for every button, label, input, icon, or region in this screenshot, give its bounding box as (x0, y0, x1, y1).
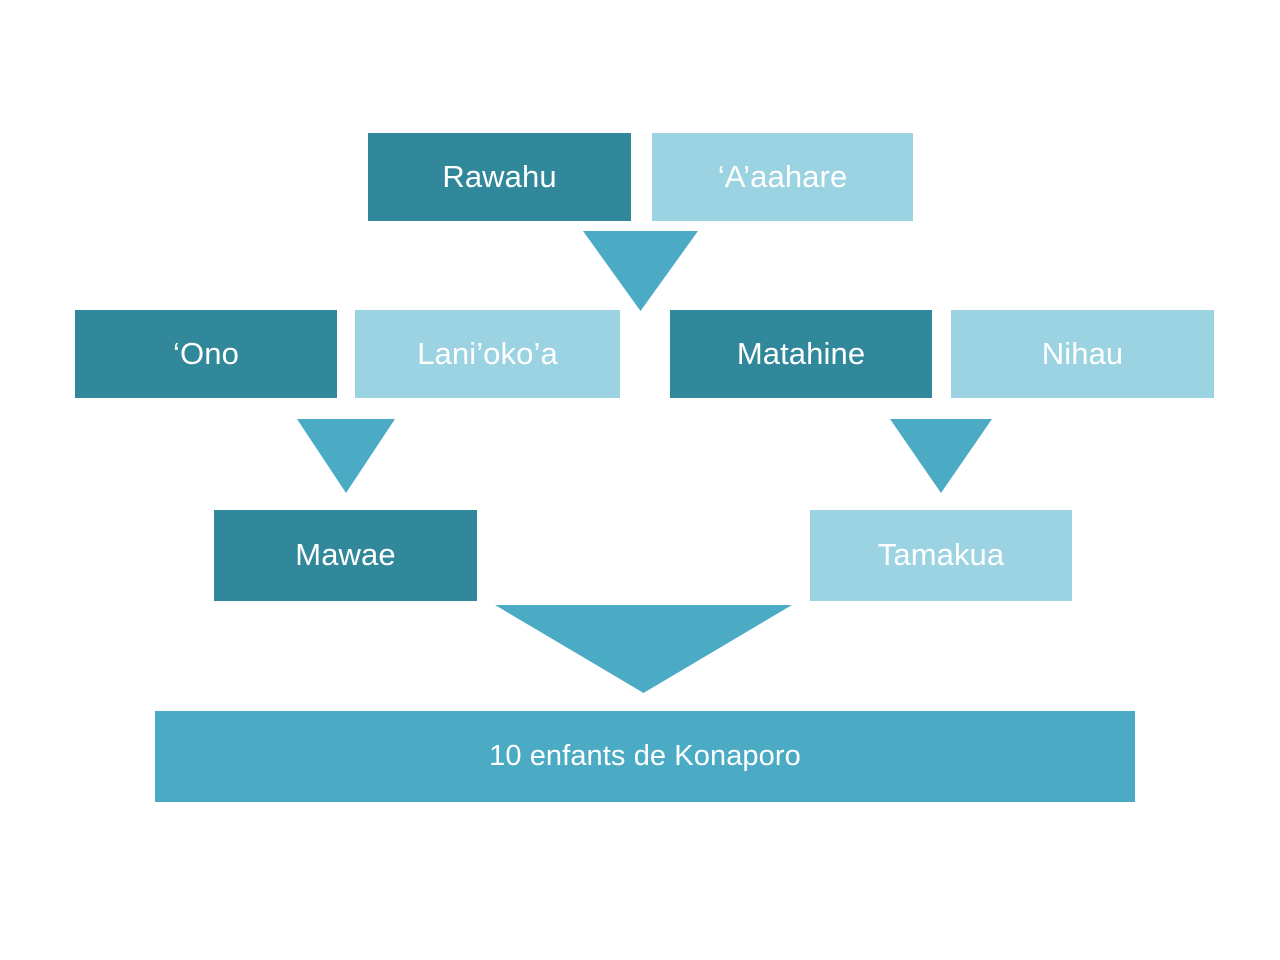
node-tamakua[interactable]: Tamakua (810, 510, 1072, 601)
summary-label: 10 enfants de Konaporo (489, 739, 801, 772)
node-label: ‘A’aahare (717, 158, 848, 194)
node-mawae[interactable]: Mawae (214, 510, 477, 601)
node-label: Matahine (736, 335, 866, 371)
node-label: Tamakua (877, 537, 1005, 573)
node-label: Lani’oko’a (417, 335, 558, 371)
connector-ono-to-mawae-icon (297, 419, 395, 493)
node-matahine[interactable]: Matahine (670, 310, 932, 398)
connector-gen3-to-summary-icon (495, 605, 792, 693)
node-label: Rawahu (442, 158, 557, 194)
node-nihau[interactable]: Nihau (951, 310, 1214, 398)
node-ono[interactable]: ‘Ono (75, 310, 337, 398)
node-aaahare[interactable]: ‘A’aahare (652, 133, 913, 221)
node-rawahu[interactable]: Rawahu (368, 133, 631, 221)
node-label: ‘Ono (173, 335, 239, 371)
node-label: Nihau (1041, 335, 1124, 371)
node-label: Mawae (295, 537, 396, 573)
connector-matahine-to-tamakua-icon (890, 419, 992, 493)
node-lanikoa[interactable]: Lani’oko’a (355, 310, 620, 398)
connector-gen1-to-gen2-icon (583, 231, 698, 311)
node-summary-enfants[interactable]: 10 enfants de Konaporo (155, 711, 1135, 802)
